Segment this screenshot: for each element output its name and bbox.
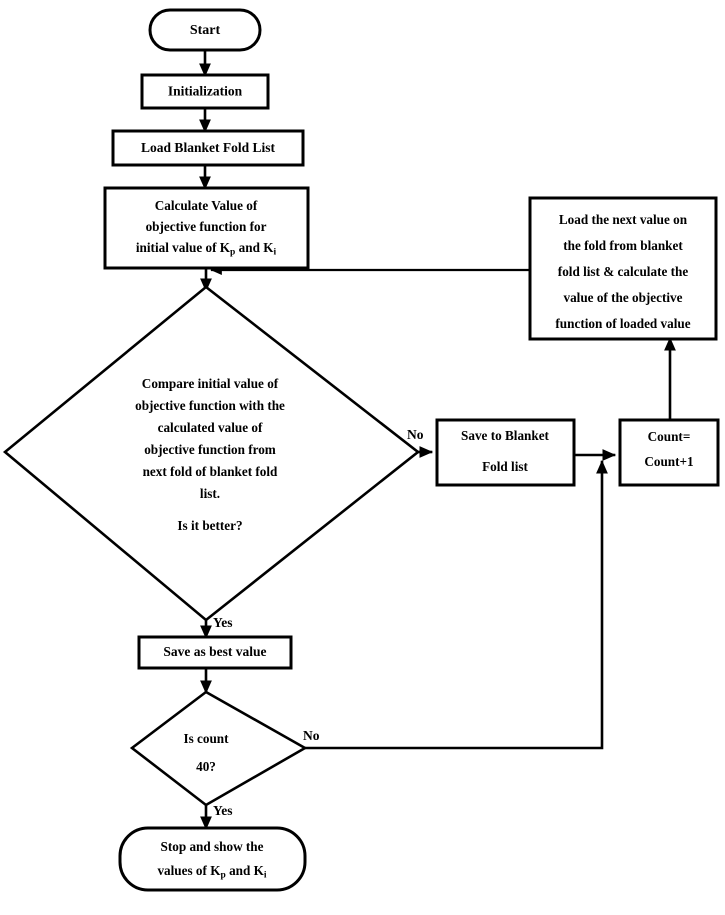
node-load-blanket-fold-list: Load Blanket Fold List: [111, 129, 305, 167]
stop-sub-i: i: [264, 871, 267, 881]
calculate-objective-sub-p: p: [230, 248, 235, 258]
count-increment-line2: Count+1: [644, 454, 693, 469]
edge-label-count-yes: Yes: [213, 803, 233, 818]
node-save-best-value: Save as best value: [137, 635, 293, 670]
compare-decision-line3: calculated value of: [158, 420, 263, 435]
load-next-value-line3: fold list & calculate the: [558, 264, 689, 279]
save-to-blanket-line2: Fold list: [482, 459, 528, 474]
save-to-blanket-line1: Save to Blanket: [461, 428, 550, 443]
calculate-objective-shape: [103, 186, 310, 270]
compare-decision-line4: objective function from: [144, 442, 276, 457]
calculate-objective-line3: initial value of Kp and Ki: [136, 240, 277, 258]
initialization-shape: [140, 73, 270, 110]
count-increment-shape: [618, 418, 720, 487]
start-label: Start: [190, 23, 221, 38]
edge-label-compare-yes: Yes: [213, 615, 233, 630]
edge-label-compare-no: No: [407, 427, 424, 442]
initialization-label: Initialization: [168, 84, 243, 99]
calculate-objective-line1: Calculate Value of: [155, 198, 258, 213]
compare-decision-line2: objective function with the: [135, 398, 285, 413]
load-next-value-line1: Load the next value on: [559, 212, 688, 227]
stop-line2-a: values of K: [157, 863, 221, 878]
load-blanket-fold-list-shape: [111, 129, 305, 167]
compare-decision-question: Is it better?: [177, 518, 242, 533]
save-best-value-label: Save as best value: [163, 644, 266, 659]
stop-line2: values of Kp and Ki: [157, 863, 266, 881]
node-load-next-value: Load the next value on the fold from bla…: [528, 196, 718, 341]
node-count-check-decision: Is count 40?: [129, 690, 308, 807]
node-start: Start: [148, 8, 262, 52]
load-next-value-shape: [528, 196, 718, 341]
stop-shape: [118, 826, 307, 892]
load-next-value-line2: the fold from blanket: [563, 238, 683, 253]
compare-decision-line5: next fold of blanket fold: [143, 464, 278, 479]
count-increment-line1: Count=: [648, 429, 691, 444]
stop-sub-p: p: [220, 871, 225, 881]
calculate-objective-line2: objective function for: [146, 219, 267, 234]
load-next-value-line4: value of the objective: [563, 290, 682, 305]
stop-line2-b: and K: [226, 863, 265, 878]
compare-decision-line6: list.: [200, 486, 220, 501]
count-check-line2: 40?: [196, 759, 216, 774]
calculate-objective-sub-i: i: [273, 248, 276, 258]
save-best-value-shape: [137, 635, 293, 670]
load-next-value-line5: function of loaded value: [555, 316, 690, 331]
save-to-blanket-fold-list-shape: [435, 418, 576, 487]
stop-line1: Stop and show the: [161, 839, 264, 854]
node-stop: Stop and show the values of Kp and Ki: [118, 826, 307, 892]
compare-decision-line1: Compare initial value of: [142, 376, 279, 391]
node-count-increment: Count= Count+1: [618, 418, 720, 487]
compare-decision-shape: [2, 285, 421, 622]
edge-label-count-no: No: [303, 728, 320, 743]
start-shape: [148, 8, 262, 52]
calculate-objective-line3-a: initial value of K: [136, 240, 231, 255]
node-save-to-blanket-fold-list: Save to Blanket Fold list: [435, 418, 576, 487]
node-compare-decision: Compare initial value of objective funct…: [2, 285, 421, 622]
load-blanket-fold-list-label: Load Blanket Fold List: [141, 140, 275, 155]
count-check-shape: [129, 690, 308, 807]
node-calculate-objective: Calculate Value of objective function fo…: [103, 186, 310, 270]
node-initialization: Initialization: [140, 73, 270, 110]
calculate-objective-line3-b: and K: [235, 240, 274, 255]
count-check-line1: Is count: [183, 731, 229, 746]
connector-count-check-no-to-count: [303, 460, 608, 750]
